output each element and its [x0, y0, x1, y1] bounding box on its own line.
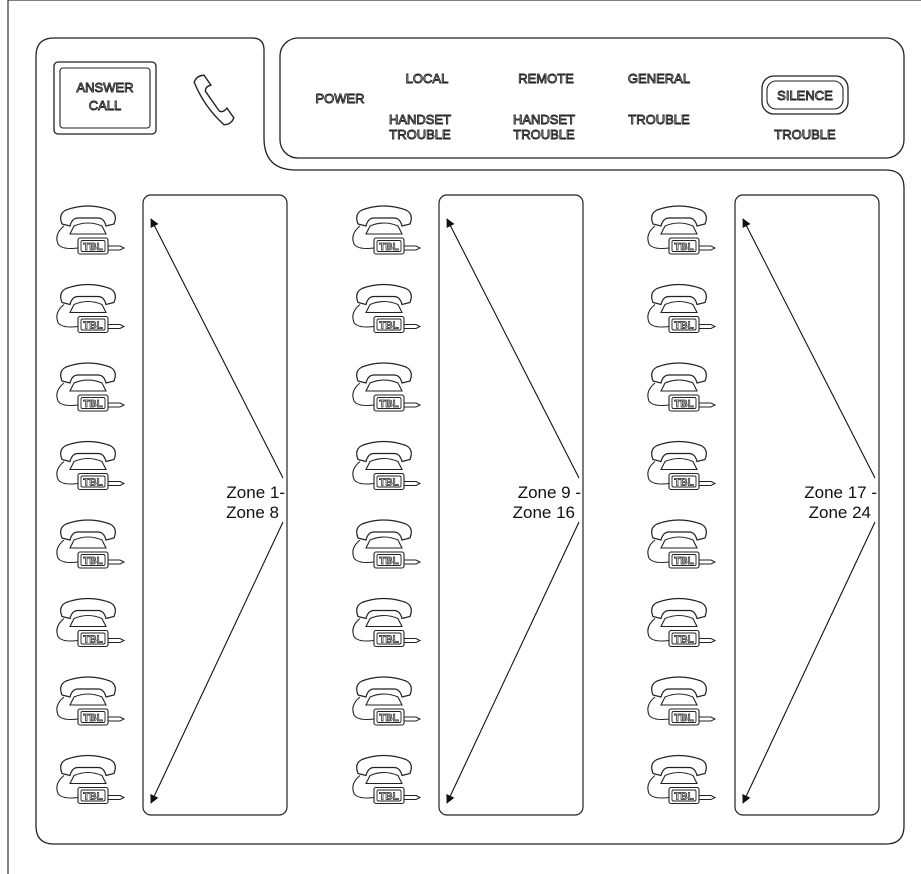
- zone-handset-icon[interactable]: TBL: [647, 676, 717, 726]
- tbl-label: TBL: [379, 242, 398, 253]
- power-label: POWER: [315, 91, 364, 106]
- tbl-label: TBL: [379, 321, 398, 332]
- zone-range-arrow-up: [150, 218, 284, 479]
- local-label: LOCAL: [406, 71, 449, 86]
- zone-handset-icon[interactable]: TBL: [56, 283, 126, 334]
- zone-handset-icon[interactable]: TBL: [56, 676, 126, 726]
- tbl-label: TBL: [674, 321, 693, 332]
- tbl-label: TBL: [83, 792, 102, 803]
- zone-handset-icon[interactable]: TBL: [352, 597, 422, 648]
- zone-range-start-label: Zone 17 -: [804, 483, 877, 502]
- local-handset-trouble-line2: TROUBLE: [389, 127, 451, 142]
- zone-handset-icon[interactable]: TBL: [647, 754, 717, 805]
- zone-handset-icon[interactable]: TBL: [647, 519, 717, 569]
- local-handset-trouble-line1: HANDSET: [389, 112, 451, 127]
- zone-range-start-label: Zone 1-: [226, 483, 285, 502]
- remote-handset-trouble-line1: HANDSET: [513, 112, 575, 127]
- tbl-label: TBL: [674, 713, 693, 724]
- silence-button[interactable]: SILENCE: [761, 75, 849, 115]
- zone-range-end-label: Zone 24: [809, 503, 871, 522]
- tbl-label: TBL: [674, 635, 693, 646]
- tbl-label: TBL: [674, 478, 693, 489]
- zone-handset-icon[interactable]: TBL: [352, 676, 422, 726]
- handset-icon: [193, 74, 235, 126]
- indicator-panel: [279, 37, 905, 159]
- answer-call-button[interactable]: ANSWER CALL: [53, 61, 157, 135]
- tbl-label: TBL: [379, 478, 398, 489]
- zone-range-end-label: Zone 16: [513, 503, 575, 522]
- tbl-label: TBL: [379, 792, 398, 803]
- zone-range-arrow-up: [742, 218, 876, 479]
- remote-handset-trouble-line2: TROUBLE: [513, 127, 575, 142]
- tbl-label: TBL: [674, 792, 693, 803]
- zone-range-arrow-down: [742, 521, 876, 804]
- zone-range-arrow-up: [446, 218, 580, 479]
- zone-handset-icon[interactable]: TBL: [352, 519, 422, 569]
- general-trouble-label: TROUBLE: [628, 112, 690, 127]
- general-label: GENERAL: [628, 71, 690, 86]
- zone-handset-icon[interactable]: TBL: [647, 597, 717, 648]
- tbl-label: TBL: [379, 399, 398, 410]
- tbl-label: TBL: [83, 635, 102, 646]
- tbl-label: TBL: [379, 713, 398, 724]
- zone-range-arrow-down: [150, 521, 284, 804]
- panel-outline: [35, 37, 905, 845]
- silence-trouble-label: TROUBLE: [774, 127, 836, 142]
- zone-range-box: [438, 194, 584, 816]
- zone-range-start-label: Zone 9 -: [518, 483, 581, 502]
- zone-handset-icon[interactable]: TBL: [56, 440, 126, 491]
- zone-range-box: [734, 194, 880, 816]
- zone-handset-icon[interactable]: TBL: [352, 205, 422, 255]
- answer-call-label-line2: CALL: [89, 98, 122, 113]
- tbl-label: TBL: [674, 556, 693, 567]
- zone-handset-icon[interactable]: TBL: [352, 362, 422, 412]
- tbl-label: TBL: [83, 321, 102, 332]
- tbl-label: TBL: [674, 399, 693, 410]
- remote-label: REMOTE: [518, 71, 574, 86]
- zone-handset-icon[interactable]: TBL: [352, 754, 422, 805]
- silence-label: SILENCE: [777, 88, 833, 103]
- zone-range-box: [142, 194, 288, 816]
- zone-handset-icon[interactable]: TBL: [56, 362, 126, 412]
- tbl-label: TBL: [83, 713, 102, 724]
- zone-handset-icon[interactable]: TBL: [647, 440, 717, 491]
- tbl-label: TBL: [83, 242, 102, 253]
- zone-handset-icon[interactable]: TBL: [56, 597, 126, 648]
- tbl-label: TBL: [83, 399, 102, 410]
- tbl-label: TBL: [379, 635, 398, 646]
- zone-handset-icon[interactable]: TBL: [56, 754, 126, 805]
- zone-handset-icon[interactable]: TBL: [647, 205, 717, 255]
- zone-handset-icon[interactable]: TBL: [352, 440, 422, 491]
- zone-handset-icon[interactable]: TBL: [647, 283, 717, 334]
- zone-handset-icon[interactable]: TBL: [56, 205, 126, 255]
- zone-handset-icon[interactable]: TBL: [647, 362, 717, 412]
- tbl-label: TBL: [83, 478, 102, 489]
- tbl-label: TBL: [674, 242, 693, 253]
- zone-handset-icon[interactable]: TBL: [56, 519, 126, 569]
- zone-range-end-label: Zone 8: [226, 503, 279, 522]
- zone-column-2: TBL TBL TBL TBL TBL TBL TBL TBL Zone 9 -Zone 16: [352, 194, 584, 816]
- tbl-label: TBL: [379, 556, 398, 567]
- zone-column-3: TBL TBL TBL TBL TBL TBL TBL TBL Zone 17 -Zone 24: [647, 194, 880, 816]
- zone-column-1: TBL TBL TBL TBL TBL TBL TBL TBL Zone 1-Zone 8: [56, 194, 288, 816]
- tbl-label: TBL: [83, 556, 102, 567]
- answer-call-label-line1: ANSWER: [76, 80, 133, 95]
- zone-range-arrow-down: [446, 521, 580, 804]
- zone-handset-icon[interactable]: TBL: [352, 283, 422, 334]
